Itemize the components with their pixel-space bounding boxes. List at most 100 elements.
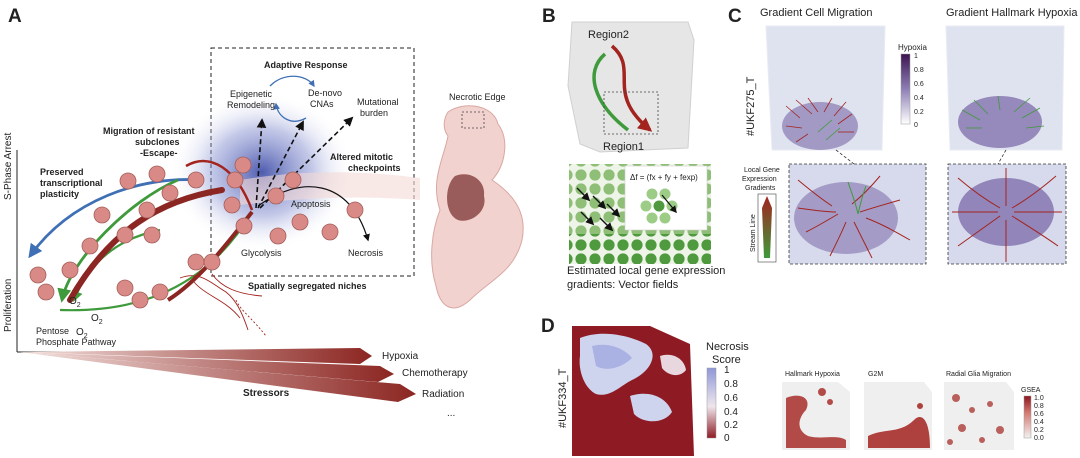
vector — [606, 203, 621, 218]
necrosis-tick: 0.2 — [724, 420, 738, 431]
denovo-label-1: De-novo — [308, 88, 342, 98]
vessel — [179, 275, 249, 331]
cell — [223, 196, 241, 214]
necrosis-tick: 0.4 — [724, 407, 738, 418]
gsea-map-hypoxia-signal — [786, 388, 846, 448]
map-hallmark-hypoxia-title: Hallmark Hypoxia — [785, 371, 840, 378]
vector — [599, 217, 614, 232]
gsea-tick: 0.6 — [1034, 411, 1044, 418]
panel-a-letter: A — [8, 6, 22, 27]
local-gene-label-2: Expression — [742, 176, 777, 183]
region-tissue — [567, 21, 695, 153]
proliferation-label: Proliferation — [3, 279, 14, 332]
arrow-to-cnas — [257, 120, 304, 209]
migration-streamlines-top — [785, 97, 854, 143]
altered-label-1: Altered mitotic — [330, 152, 393, 162]
segregated-label: Spatially segregated niches — [248, 281, 367, 291]
necrosis-tick: 0.8 — [724, 379, 738, 390]
panel-b-letter: B — [542, 6, 556, 27]
chemotherapy-label: Chemotherapy — [402, 368, 468, 379]
cell — [291, 213, 309, 231]
tumor-cells — [29, 156, 364, 309]
region2-label: Region2 — [588, 29, 629, 41]
vector — [592, 195, 607, 210]
local-gene-label-3: Gradients — [745, 185, 776, 192]
cell — [161, 184, 179, 202]
chemotherapy-wedge — [20, 352, 394, 382]
mutational-label-1: Mutational — [357, 97, 399, 107]
migration-hotspot — [782, 102, 858, 150]
gsea-ticks: 1.0 0.8 0.6 0.4 0.2 0.0 — [1034, 395, 1044, 442]
necrotic-edge-label: Necrotic Edge — [449, 92, 506, 102]
arrow-to-epigenetic — [255, 118, 267, 209]
red-lineage-arrow — [67, 187, 225, 303]
cell — [235, 217, 253, 235]
hypoxia-tick: 0.8 — [914, 67, 924, 74]
hypoxia-glow — [170, 92, 354, 252]
hypoxia-legend-ticks: 1 0.8 0.6 0.4 0.2 0 — [914, 53, 924, 129]
cell — [187, 253, 205, 271]
necrosis-label: Necrosis — [348, 248, 384, 258]
arrow-to-mutational — [259, 116, 354, 209]
apoptosis-label: Apoptosis — [291, 199, 331, 209]
necrosis-tick: 0 — [724, 433, 730, 444]
cell — [346, 201, 364, 219]
title-hallmark-hypoxia: Gradient Hallmark Hypoxia — [946, 7, 1078, 19]
epigenetic-label-1: Epigenetic — [230, 89, 273, 99]
map-radial-glia-title: Radial Glia Migration — [946, 371, 1011, 378]
sphase-label: S-Phase Arrest — [3, 133, 14, 200]
cell — [284, 171, 302, 189]
necrosis-score-label-2: Score — [712, 354, 741, 366]
cell — [93, 206, 111, 224]
panel-b: B Region2 Region1 Δf = (fx + fy + fexp) … — [542, 6, 725, 291]
necrotic-zoom-box — [461, 111, 485, 129]
cycle-arrow-top — [269, 75, 315, 88]
vector — [580, 211, 595, 226]
migration-streamlines-top-green — [817, 119, 841, 141]
region1-label: Region1 — [603, 141, 644, 153]
red-gradient-path — [610, 44, 653, 132]
formula-label: Δf = (fx + fy + fexp) — [630, 173, 698, 182]
migration-label-1: Migration of resistant — [103, 126, 195, 136]
ellipsis-label: ... — [447, 408, 455, 419]
hypoxia-streamlines-top — [961, 95, 1045, 129]
gsea-legend-title: GSEA — [1021, 387, 1041, 394]
panel-a: A S-Phase Arrest Proliferation Hypoxia C… — [3, 6, 524, 419]
necrosis-tick: 1 — [724, 365, 730, 376]
hypoxia-colorbar — [900, 53, 911, 125]
gsea-tick: 0.2 — [1034, 427, 1044, 434]
cell — [116, 279, 134, 297]
green-lineage-arrow — [57, 178, 179, 303]
hypoxia-hotspot — [958, 96, 1042, 148]
gsea-tick: 0.0 — [1034, 435, 1044, 442]
necrosis-low-region-2 — [630, 393, 672, 422]
hypoxia-tick: 1 — [914, 53, 918, 60]
cell — [148, 165, 166, 183]
inset-vector — [661, 194, 677, 214]
hypoxia-tick: 0.2 — [914, 109, 924, 116]
cell — [234, 156, 252, 174]
migration-zoom-streamlines — [797, 175, 911, 259]
cell — [226, 171, 244, 189]
hypoxia-zoom-streamlines — [952, 168, 1062, 262]
vessel — [193, 281, 241, 319]
cell — [29, 266, 47, 284]
cell — [203, 253, 221, 271]
o2-label-3: O2 — [76, 327, 88, 340]
cell — [138, 201, 156, 219]
hypoxia-wedge — [20, 348, 372, 364]
necrotic-core — [447, 174, 485, 221]
cell — [37, 283, 55, 301]
migration-label-2: subclones — [135, 137, 180, 147]
panel-c-letter: C — [728, 6, 742, 27]
cycle-arrow-bottom — [273, 102, 307, 122]
preserved-label-3: plasticity — [40, 189, 79, 199]
inset-cells — [640, 188, 678, 224]
gsea-colorbar — [1023, 395, 1032, 439]
map-g2m-title: G2M — [868, 371, 883, 378]
hypoxia-tick: 0.6 — [914, 81, 924, 88]
green-gradient-path — [592, 52, 630, 132]
pentose-label-1: Pentose — [36, 326, 69, 336]
cell — [143, 226, 161, 244]
